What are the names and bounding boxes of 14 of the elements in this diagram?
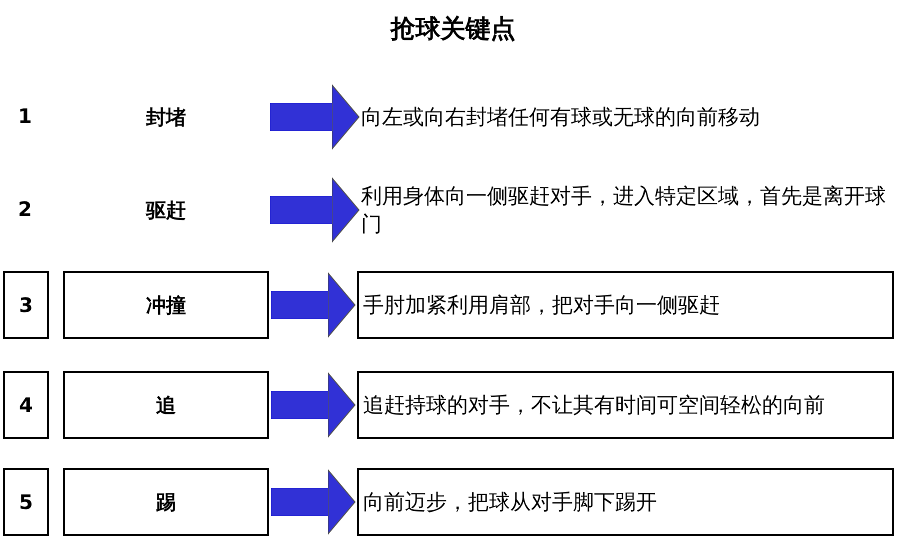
description-text: 利用身体向一侧驱赶对手，进入特定区域，首先是离开球门 bbox=[357, 176, 894, 244]
term-box: 冲撞 bbox=[63, 271, 269, 339]
description-text: 向左或向右封堵任何有球或无球的向前移动 bbox=[357, 83, 894, 151]
description-box: 向前迈步，把球从对手脚下踢开 bbox=[357, 468, 894, 536]
row-number: 1 bbox=[18, 104, 32, 128]
term-box: 追 bbox=[63, 371, 269, 439]
number-box: 3 bbox=[3, 271, 49, 339]
row-number: 2 bbox=[18, 197, 32, 221]
title: 抢球关键点 bbox=[388, 13, 516, 45]
number-box: 5 bbox=[3, 468, 49, 536]
description-box: 追赶持球的对手，不让其有时间可空间轻松的向前 bbox=[357, 371, 894, 439]
description-box: 手肘加紧利用肩部，把对手向一侧驱赶 bbox=[357, 271, 894, 339]
term-box: 踢 bbox=[63, 468, 269, 536]
number-box: 4 bbox=[3, 371, 49, 439]
